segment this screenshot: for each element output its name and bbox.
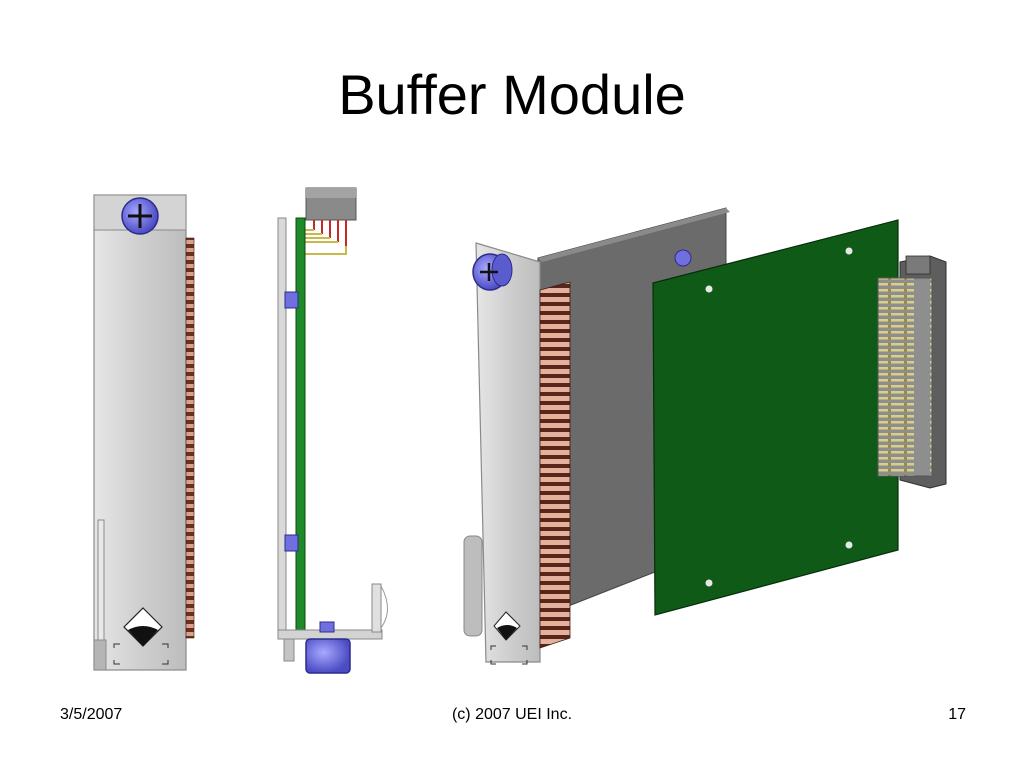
footer-copyright: (c) 2007 UEI Inc.: [451, 706, 573, 723]
slide-title: Buffer Module: [338, 63, 686, 126]
front-view-panel: [93, 194, 195, 671]
thumbscrew-icon: [305, 638, 351, 674]
edge-connector: [877, 255, 947, 489]
isometric-exploded-view: [463, 207, 947, 665]
diamond-logo-icon: [123, 607, 163, 647]
pcb-board: [652, 219, 899, 616]
footer-page-number: 17: [948, 706, 966, 723]
side-view-assembly: [277, 187, 388, 674]
footer-date: 3/5/2007: [60, 706, 123, 723]
diamond-logo-icon: [493, 611, 521, 641]
